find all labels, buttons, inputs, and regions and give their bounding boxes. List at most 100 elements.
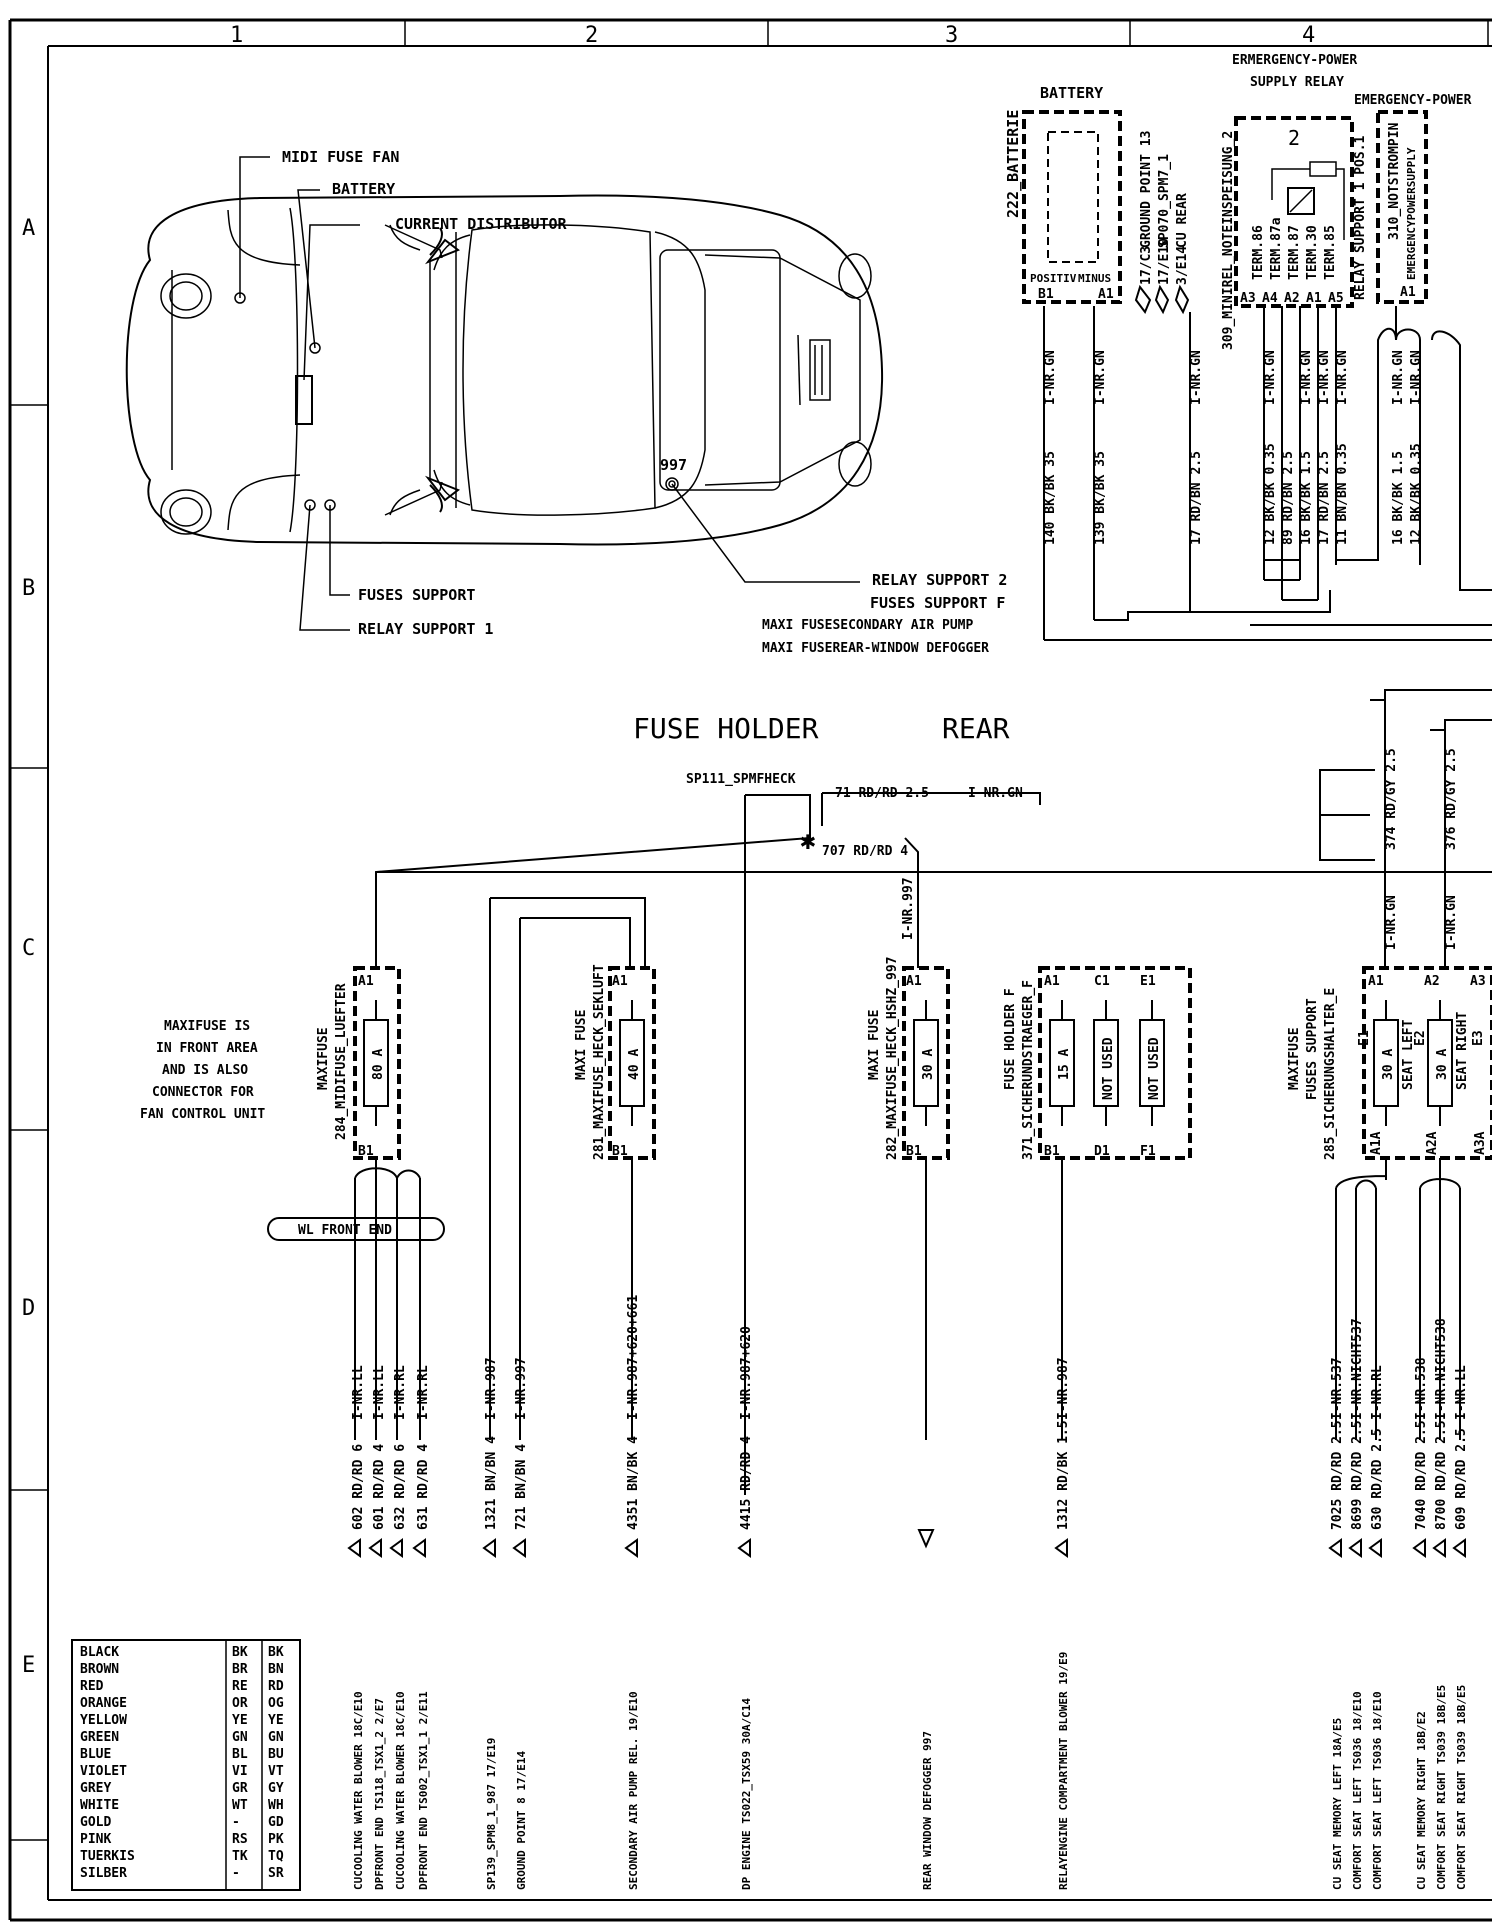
support-ref: 310_NOTSTROMPIN	[1387, 122, 1402, 240]
wire-destination-label: COMFORT SEAT RIGHT TS039 18B/E5	[1455, 1685, 1468, 1890]
fuse-holder-f-pin: E1	[1140, 974, 1156, 989]
legend-color-code: OG	[268, 1696, 284, 1711]
wire-destination-label: DP ENGINE TS022_TSX59 30A/C14	[740, 1698, 753, 1890]
ground-splice-label: SP070_SPM7_1	[1157, 154, 1172, 248]
relay-term: TERM.86	[1251, 225, 1266, 280]
fuse-282-rating: 30 A	[921, 1049, 936, 1080]
column-label: 2	[585, 23, 598, 48]
relay-number: 2	[1288, 126, 1300, 150]
connector-label: I-NR.GN	[968, 786, 1023, 801]
connector-label: I-NR.GN	[1093, 350, 1108, 405]
wire-destination-label: COMFORT SEAT LEFT TS036 18/E10	[1371, 1691, 1384, 1890]
wire-destination-label: SECONDARY AIR PUMP REL. 19/E10	[627, 1691, 640, 1890]
support-pin: A1	[1400, 285, 1416, 300]
fuses-support-e-title-1: MAXIFUSE	[1287, 1027, 1302, 1090]
callout-relay-support-1: RELAY SUPPORT 1	[358, 620, 493, 638]
wire-label: 8699 RD/RD 2.5	[1350, 1420, 1365, 1530]
frame	[8, 18, 1492, 1922]
wire-connector-label: I-NR.987	[1056, 1357, 1071, 1420]
legend-color-code: BL	[232, 1747, 248, 1762]
connector-label: I-NR.GN	[1444, 895, 1459, 950]
wire-destination-label: CUCOOLING WATER BLOWER 18C/E10	[352, 1691, 365, 1890]
legend-color-code: SR	[268, 1866, 284, 1881]
wire-destination-label: REAR WINDOW DEFOGGER 997	[921, 1731, 934, 1890]
legend-color-name: GREY	[80, 1781, 111, 1796]
top-wire-label: 139 BK/BK 35	[1093, 451, 1108, 545]
legend-color-code: -	[232, 1815, 240, 1830]
relay-ref: 309_MINIREL_NOTEINSPEISUNG_2	[1221, 131, 1236, 350]
fuses-support-e	[1362, 966, 1492, 1160]
wire-connector-label: I-NR.987	[484, 1357, 499, 1420]
column-label: 3	[945, 23, 958, 48]
row-label: C	[22, 936, 35, 961]
wire-destination-label: RELAYENGINE COMPARTMENT BLOWER 19/E9	[1057, 1652, 1070, 1890]
fuse-282-pin-a: A1	[906, 974, 922, 989]
legend-color-code: YE	[232, 1713, 248, 1728]
wire-label: 632 RD/RD 6	[393, 1444, 408, 1530]
maxifuse-note-line: CONNECTOR FOR	[152, 1085, 254, 1100]
column-label: 1	[230, 23, 243, 48]
legend-color-name: VIOLET	[80, 1764, 127, 1779]
wire-label: 7040 RD/RD 2.5	[1414, 1420, 1429, 1530]
fuse-282-ref: 282_MAXIFUSE_HECK_HSHZ_997	[885, 957, 900, 1161]
fuse-281-pin-a: A1	[612, 974, 628, 989]
splice-wire-71: 71 RD/RD 2.5	[835, 786, 929, 801]
battery-pin-a1: A1	[1098, 287, 1114, 302]
fuses-support-e-wire-376: 376 RD/GY 2.5	[1444, 748, 1459, 850]
fuses-support-e-e2: E2	[1413, 1030, 1428, 1046]
relay-title-1: ERMERGENCY-POWER	[1232, 53, 1357, 68]
legend-color-code: WH	[268, 1798, 284, 1813]
support-title: EMERGENCY-POWER	[1354, 93, 1472, 108]
fuses-support-e-pin: A2A	[1425, 1131, 1440, 1155]
relay-pin: A2	[1284, 291, 1300, 306]
fuses-support-e-wire-374: 374 RD/GY 2.5	[1384, 748, 1399, 850]
relay-pin: A3	[1240, 291, 1256, 306]
connector-label: I-NR.GN	[1189, 350, 1204, 405]
fuses-support-e-e1-name: SEAT LEFT	[1401, 1019, 1416, 1090]
legend-color-code: RS	[232, 1832, 248, 1847]
callout-maxi-fuse-sec-air: MAXI FUSESECONDARY AIR PUMP	[762, 618, 973, 633]
wire-label: 4351 BN/BK 4	[626, 1436, 641, 1530]
relay-support-side-label: RELAY SUPPORT 1 POS.1	[1353, 135, 1368, 300]
legend-color-code: TK	[232, 1849, 248, 1864]
legend-color-code: BU	[268, 1747, 284, 1762]
relay-pin: A4	[1262, 291, 1278, 306]
support-box	[1376, 110, 1428, 304]
fuse-holder-title: FUSE HOLDER	[633, 712, 819, 745]
wire-connector-label: I-NR.537	[1330, 1357, 1345, 1420]
legend-color-code: WT	[232, 1798, 248, 1813]
legend-color-name: ORANGE	[80, 1696, 127, 1711]
top-wire-label: 12 BK/BK 0.35	[1263, 443, 1278, 545]
connector-label: I-NR.GN	[1391, 350, 1406, 405]
callout-fuses-support-f: FUSES SUPPORT F	[870, 594, 1005, 612]
legend-color-name: BLUE	[80, 1747, 111, 1762]
top-connector-symbols	[1134, 284, 1190, 315]
top-wire-label: 11 BN/BN 0.35	[1335, 443, 1350, 545]
connector-label: I-NR.GN	[1317, 350, 1332, 405]
wire-destination-label: DPFRONT END TS002_TSX1_1 2/E11	[417, 1691, 430, 1890]
wire-connector-label: I-NR.RL	[1370, 1365, 1385, 1420]
fuses-support-e-e1-rating: 30 A	[1381, 1049, 1396, 1080]
splice-wire-707: 707 RD/RD 4	[822, 844, 908, 859]
fuse-282-name: MAXI FUSE	[867, 1010, 882, 1080]
legend-color-code: YE	[268, 1713, 284, 1728]
battery-pin-b1: B1	[1038, 287, 1054, 302]
wire-destination-label: GROUND POINT 8 17/E14	[515, 1751, 528, 1890]
fuses-support-e-e2-rating: 30 A	[1435, 1049, 1450, 1080]
wire-connector-label: I-NR.LL	[351, 1365, 366, 1420]
wire-connector-label: I-NR.RL	[393, 1365, 408, 1420]
legend-color-name: PINK	[80, 1832, 111, 1847]
fuses-support-e-e2-name: SEAT RIGHT	[1455, 1012, 1470, 1090]
wire-destination-label: COMFORT SEAT LEFT TS036 18/E10	[1351, 1691, 1364, 1890]
relay-pin: A5	[1328, 291, 1344, 306]
ground-point-13-label: GROUND POINT 13	[1139, 131, 1154, 248]
legend-color-code: BK	[268, 1645, 284, 1660]
wire-destination-label: CU SEAT MEMORY RIGHT 18B/E2	[1415, 1711, 1428, 1890]
ground-ref-3: 3/E14	[1175, 246, 1190, 285]
fuses-support-e-pin: A3A	[1473, 1131, 1488, 1155]
legend-color-name: BLACK	[80, 1645, 119, 1660]
row-label: E	[22, 1653, 35, 1678]
legend-color-code: TQ	[268, 1849, 284, 1864]
